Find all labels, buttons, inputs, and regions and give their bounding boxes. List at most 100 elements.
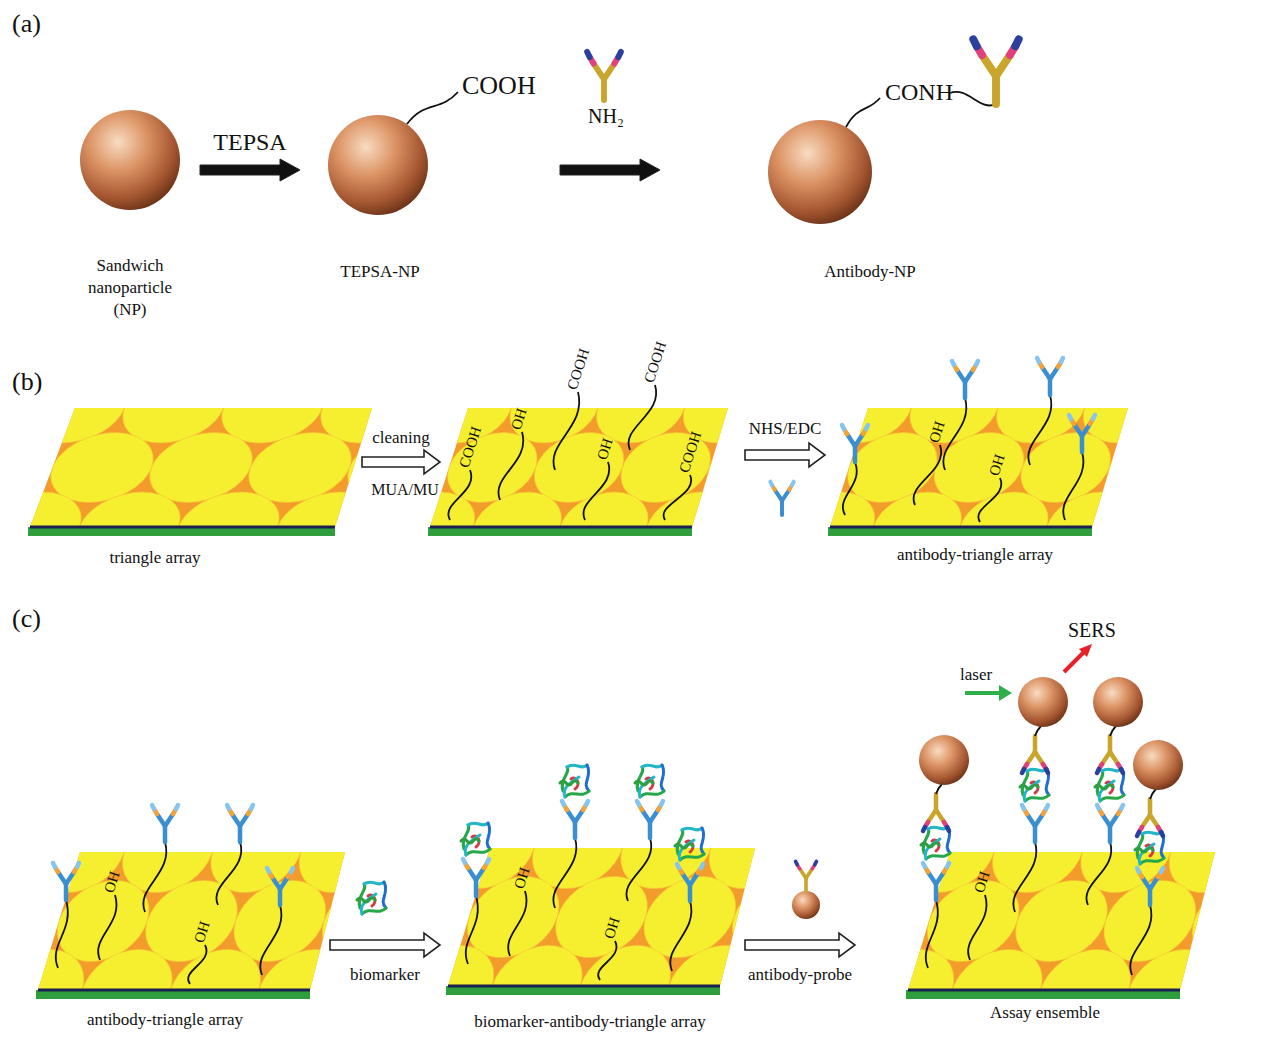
antibody-chain bbox=[1148, 889, 1153, 905]
antibody bbox=[1069, 415, 1095, 452]
figure-node: OHOHantibody-triangle array bbox=[828, 350, 1130, 570]
step-label: cleaning bbox=[370, 428, 432, 448]
antibody-chain bbox=[53, 863, 55, 867]
biomarker-protein bbox=[1095, 769, 1124, 801]
annotation-label: SERS bbox=[1068, 618, 1116, 642]
protein-ribbon bbox=[661, 765, 664, 791]
figure-node: triangle array bbox=[28, 400, 374, 572]
linker-chain bbox=[448, 470, 471, 520]
antibody-chain bbox=[780, 501, 784, 515]
step-label: NHS/EDC bbox=[747, 419, 824, 439]
antibody-chain bbox=[963, 382, 968, 398]
protein-ribbon bbox=[1161, 832, 1164, 858]
gold-disk bbox=[1011, 433, 1120, 503]
linker-chain bbox=[98, 895, 116, 960]
triangle-array-substrate bbox=[763, 811, 1278, 1030]
end-group-label: OH bbox=[600, 915, 624, 941]
protein-ribbon bbox=[680, 854, 704, 860]
antibody-chain bbox=[1161, 868, 1163, 872]
protein-ribbon bbox=[364, 882, 384, 884]
triangle-array-substrate bbox=[689, 373, 1207, 562]
antibody-chain bbox=[64, 884, 69, 900]
antibody bbox=[1137, 868, 1163, 905]
green-base bbox=[446, 986, 720, 995]
antibody-chain bbox=[1061, 358, 1063, 362]
process-arrow bbox=[200, 159, 300, 181]
linker-chain bbox=[968, 895, 986, 960]
antibody-chain bbox=[648, 822, 653, 838]
antibody-chain bbox=[463, 859, 465, 863]
gold-disks bbox=[303, 807, 835, 1026]
figure-node: Sandwich nanoparticle (NP) bbox=[75, 105, 190, 340]
biomarker-protein bbox=[635, 765, 664, 797]
protein-ribbon bbox=[383, 882, 386, 908]
antibody-chain bbox=[815, 861, 817, 864]
protein-ribbon bbox=[1100, 795, 1124, 801]
triangle-array-substrate bbox=[0, 373, 462, 562]
antibody-chain bbox=[804, 878, 808, 891]
antibody-chain bbox=[770, 482, 772, 486]
antibody bbox=[952, 361, 978, 398]
antibody-chain bbox=[77, 863, 79, 867]
laser-beam bbox=[965, 691, 1002, 695]
gold-disks bbox=[0, 373, 462, 562]
group-label: COOH bbox=[462, 70, 536, 101]
antibody bbox=[677, 864, 703, 901]
protein-ribbon bbox=[947, 827, 950, 853]
triangle-array-substrate bbox=[303, 807, 835, 1026]
linker-chain bbox=[498, 432, 523, 500]
antibody-chain bbox=[152, 805, 154, 809]
linker-chain bbox=[629, 385, 657, 450]
process-arrow bbox=[745, 443, 825, 467]
antibody-chain bbox=[238, 826, 243, 842]
end-group-label: OH bbox=[985, 452, 1009, 478]
antibody-chain bbox=[1108, 826, 1113, 842]
gold-disk bbox=[763, 949, 876, 1030]
gold-disk bbox=[987, 373, 1096, 443]
process-arrow bbox=[330, 933, 440, 957]
figure-node: OHOHbiomarker-antibody-triangle array bbox=[446, 700, 758, 1035]
end-group-label: OH bbox=[190, 919, 214, 945]
gold-disk bbox=[611, 433, 720, 503]
antibody-chain bbox=[587, 52, 590, 57]
end-group-label: OH bbox=[593, 436, 617, 462]
antibody bbox=[923, 794, 949, 831]
protein-ribbon bbox=[586, 765, 589, 791]
antibody-chain bbox=[923, 863, 925, 867]
annotation-label: (a) bbox=[12, 8, 41, 39]
linker-chain bbox=[1028, 395, 1051, 465]
protein-ribbon bbox=[567, 765, 587, 767]
protein-ribbon bbox=[921, 843, 939, 847]
protein-ribbon bbox=[1020, 785, 1038, 789]
antibody-chain bbox=[1069, 415, 1071, 419]
figure-node: COOHTEPSA-NP bbox=[318, 68, 543, 290]
annotation-label: laser bbox=[960, 665, 992, 685]
gold-disk bbox=[1073, 373, 1182, 443]
gold-disk bbox=[303, 945, 416, 1026]
antibody-chain bbox=[278, 889, 283, 905]
linker-chain bbox=[1086, 842, 1111, 905]
front-edge bbox=[38, 989, 310, 992]
antibody-chain bbox=[1033, 826, 1038, 842]
front-edge bbox=[30, 526, 335, 529]
antibody-chain bbox=[1161, 832, 1163, 836]
antibody-chain bbox=[853, 446, 858, 462]
nanoparticle bbox=[1018, 677, 1068, 727]
linker-chain bbox=[143, 842, 166, 912]
protein-ribbon bbox=[468, 823, 488, 825]
protein-ribbon bbox=[560, 781, 578, 785]
step-label: biomarker bbox=[348, 965, 422, 985]
gold-disk bbox=[288, 811, 401, 892]
linker-chain bbox=[1110, 726, 1116, 736]
annotation-label: NH₂ bbox=[588, 104, 624, 128]
antibody bbox=[842, 425, 868, 462]
linker-chain bbox=[553, 392, 579, 470]
antibody-chain bbox=[267, 868, 269, 872]
antibody bbox=[1097, 805, 1123, 842]
nanoparticle bbox=[919, 735, 969, 785]
front-edge bbox=[908, 989, 1180, 992]
antibody bbox=[637, 801, 663, 838]
linker-chain bbox=[1035, 726, 1041, 736]
